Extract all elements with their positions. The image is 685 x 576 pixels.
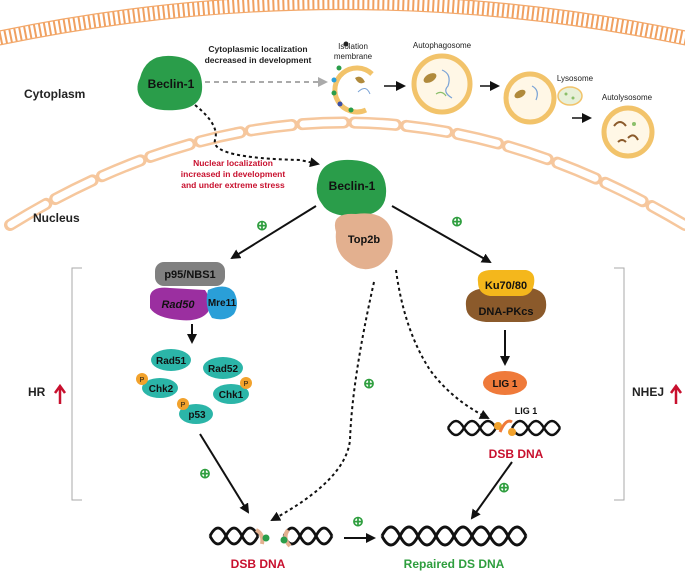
arrow-beclin-to-hr [230,205,317,260]
isolation-membrane [331,41,374,115]
beclin-cytoplasm-label: Beclin-1 [148,77,195,91]
nucleus-label: Nucleus [33,211,80,225]
plus-top2b: ⊕ [363,375,375,391]
dna-dsb-bottom [208,526,334,548]
p95-label: p95/NBS1 [164,269,215,281]
rad51 [151,349,191,371]
arrow-beclin-to-nhej [391,205,492,263]
hr-bracket [71,267,82,501]
dsb-right-label: DSB DNA [489,447,544,461]
p53-label: p53 [188,410,206,421]
cyto-note-line1: Cytoplasmic localization [208,44,307,54]
rad52 [203,357,243,379]
autolysosome [601,105,655,159]
rad52-label: Rad52 [208,364,238,375]
dna-dsb-right [446,419,562,437]
nhej-bracket [614,267,625,501]
chk2 [142,378,178,398]
hr-up-arrow [53,383,67,404]
mre11 [206,286,237,320]
beclin-cytoplasm: Beclin-1 [137,55,203,111]
top2b-to-bottom-dsb [270,281,375,521]
autolysosome-label: Autolysosome [602,93,653,102]
cyto-note-line2: decreased in development [205,55,312,65]
chk2-phospho-label: P [140,377,145,384]
arrow-nhej-to-repaired [470,461,513,520]
chk1-label: Chk1 [219,390,244,401]
plus-hr-bottom: ⊕ [199,465,211,481]
chk2-phospho [136,373,148,385]
nhej-complex: DNA-PKcs Ku70/80 [465,270,547,322]
p53 [179,404,213,424]
dna-repaired [380,525,528,547]
rad50 [150,287,210,321]
top2b: Top2b [334,213,393,270]
nuclear-note-line2: increased in development [181,169,286,179]
hr-proteins: Rad51 Rad52 Chk2 P Chk1 P p53 P [136,349,252,424]
lysosome-label: Lysosome [557,74,594,83]
lig1: LIG 1 [483,371,527,395]
p95-nbs1 [155,262,225,286]
rad51-label: Rad51 [156,356,186,367]
top2b-to-right-dsb [395,269,490,419]
chk2-label: Chk2 [149,384,174,395]
chk1 [213,384,249,404]
rad50-label: Rad50 [161,299,195,311]
p53-phospho [177,398,189,410]
nhej-up-arrow [669,383,683,404]
chk1-phospho-label: P [244,381,249,388]
dnapkcs [465,288,547,322]
cytoplasm-label: Cytoplasm [24,87,85,101]
chk1-phospho [240,377,252,389]
autophagosome [411,53,473,115]
isolation-label-2: membrane [334,52,373,61]
autophagosome-label: Autophagosome [413,41,472,50]
plus-hr: ⊕ [256,217,268,233]
isolation-label-1: Isolation [338,42,368,51]
hr-label: HR [28,385,46,399]
nuclear-translocation-arrow [194,104,320,168]
nhej-label: NHEJ [632,385,664,399]
lysosome [557,86,583,106]
mrn-complex: p95/NBS1 Rad50 Mre11 [150,262,237,321]
plus-nhej-bottom: ⊕ [498,479,510,495]
plus-repair: ⊕ [352,513,364,529]
dnapkcs-label: DNA-PKcs [478,306,533,318]
lig1-small-label: LIG 1 [515,406,538,416]
nuclear-note-line1: Nuclear localization [193,158,273,168]
cell-membrane [0,0,685,46]
ku-label: Ku70/80 [485,280,527,292]
top2b-label: Top2b [348,234,380,246]
beclin-nucleus: Beclin-1 [316,159,387,217]
dsb-bottom-label: DSB DNA [231,557,286,571]
beclin-nucleus-label: Beclin-1 [329,179,376,193]
autophagosome-fusing [503,71,557,125]
ku70-80 [477,270,535,296]
mre11-label: Mre11 [208,298,237,309]
plus-nhej: ⊕ [451,213,463,229]
p53-phospho-label: P [181,402,186,409]
nuclear-note-line3: and under extreme stress [181,180,285,190]
repaired-label: Repaired DS DNA [404,557,505,571]
arrow-hr-to-dna [199,433,250,514]
lig1-label: LIG 1 [492,379,517,390]
